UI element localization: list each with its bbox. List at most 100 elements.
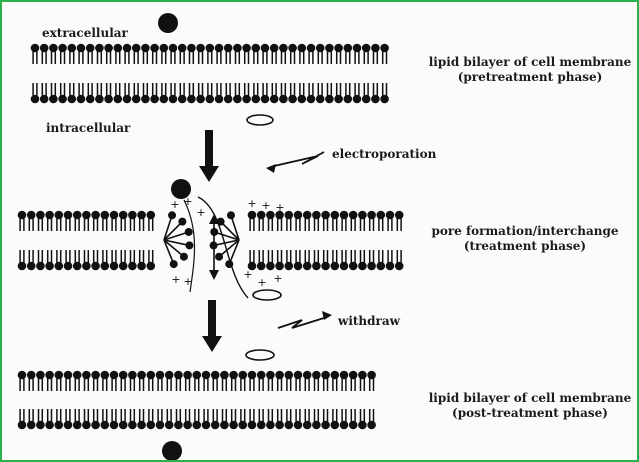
- ion-oval: [246, 350, 274, 360]
- treatment-caption: pore formation/interchange (treatment ph…: [410, 224, 639, 254]
- lipid-head: [202, 421, 211, 430]
- lipid-head: [206, 44, 215, 53]
- lipid-head: [215, 95, 224, 104]
- treatment-bilayer-right: [248, 211, 404, 271]
- lipid-head: [73, 211, 82, 220]
- lipid-head: [312, 371, 321, 380]
- lipid-head: [196, 44, 205, 53]
- lipid-head: [183, 371, 192, 380]
- lipid-head: [220, 371, 229, 380]
- electroporation-bolt: [266, 152, 324, 173]
- lipid-head: [215, 44, 224, 53]
- lipid-head: [344, 44, 353, 53]
- lipid-head: [137, 421, 146, 430]
- lipid-head: [266, 262, 275, 271]
- lipid-head: [270, 44, 279, 53]
- lipid-head: [312, 211, 321, 220]
- lipid-head: [316, 44, 325, 53]
- lipid-head: [279, 95, 288, 104]
- lipid-head: [288, 95, 297, 104]
- lipid-head: [353, 95, 362, 104]
- lipid-head: [239, 371, 248, 380]
- lipid-head: [270, 95, 279, 104]
- lipid-head: [68, 44, 77, 53]
- lipid-head: [73, 371, 82, 380]
- lipid-head: [147, 421, 156, 430]
- lipid-head: [261, 95, 270, 104]
- lipid-head: [156, 371, 165, 380]
- extracellular-label: extracellular: [42, 26, 128, 41]
- lipid-head: [248, 371, 257, 380]
- lipid-head: [27, 262, 36, 271]
- lipid-head: [132, 44, 141, 53]
- lipid-head: [340, 211, 349, 220]
- lipid-head: [321, 262, 330, 271]
- lipid-head: [371, 44, 380, 53]
- lipid-head: [279, 44, 288, 53]
- bolt-line: [278, 318, 324, 328]
- lipid-head: [110, 371, 119, 380]
- lipid-head: [104, 95, 113, 104]
- lipid-head: [86, 95, 95, 104]
- lipid-head: [242, 44, 251, 53]
- lipid-head: [36, 371, 45, 380]
- charge-sign: +: [257, 276, 266, 289]
- treatment-caption-line1: pore formation/interchange: [410, 224, 639, 239]
- molecule: [158, 13, 178, 33]
- lipid-head: [86, 44, 95, 53]
- lipid-head: [312, 262, 321, 271]
- lipid-head: [395, 262, 404, 271]
- charge-sign: +: [183, 275, 192, 288]
- lipid-head: [141, 95, 150, 104]
- charge-sign: +: [273, 272, 282, 285]
- pore-edge-lipids: [164, 211, 239, 268]
- lipid-head: [298, 44, 307, 53]
- treatment-caption-line2: (treatment phase): [410, 239, 639, 254]
- lipid-head: [55, 421, 64, 430]
- lipid-head: [178, 218, 186, 226]
- lipid-head: [288, 44, 297, 53]
- lipid-head: [104, 44, 113, 53]
- pore-arrow-head-down: [209, 270, 219, 280]
- lipid-head: [18, 421, 27, 430]
- lipid-head: [367, 211, 376, 220]
- lipid-head: [119, 262, 128, 271]
- lipid-head: [156, 421, 165, 430]
- lipid-head: [45, 421, 54, 430]
- lipid-head: [64, 371, 73, 380]
- lipid-head: [68, 95, 77, 104]
- lipid-head: [229, 421, 238, 430]
- withdraw-down-arrow: [202, 300, 222, 352]
- lipid-head: [137, 211, 146, 220]
- lipid-head: [178, 95, 187, 104]
- lipid-head: [257, 371, 266, 380]
- lipid-head: [321, 211, 330, 220]
- lipid-head: [31, 44, 40, 53]
- lipid-head: [325, 44, 334, 53]
- treatment-bilayer-left: [18, 211, 155, 271]
- lipid-head: [49, 44, 58, 53]
- lipid-head: [128, 262, 137, 271]
- lipid-head: [123, 44, 132, 53]
- lipid-head: [307, 44, 316, 53]
- lipid-head: [215, 253, 223, 261]
- lipid-head: [294, 211, 303, 220]
- lipid-head: [257, 262, 266, 271]
- lipid-head: [307, 95, 316, 104]
- lipid-head: [362, 95, 371, 104]
- pore-arrow-head-up: [209, 214, 219, 224]
- lipid-head: [185, 228, 193, 236]
- lipid-head: [128, 371, 137, 380]
- lipid-head: [82, 211, 91, 220]
- lipid-head: [266, 371, 275, 380]
- lipid-head: [395, 211, 404, 220]
- lipid-head: [123, 95, 132, 104]
- charge-sign: +: [170, 198, 179, 211]
- lipid-head: [224, 95, 233, 104]
- lipid-head: [174, 371, 183, 380]
- lipid-head: [193, 371, 202, 380]
- lipid-head: [285, 262, 294, 271]
- lipid-head: [64, 211, 73, 220]
- lipid-head: [160, 44, 169, 53]
